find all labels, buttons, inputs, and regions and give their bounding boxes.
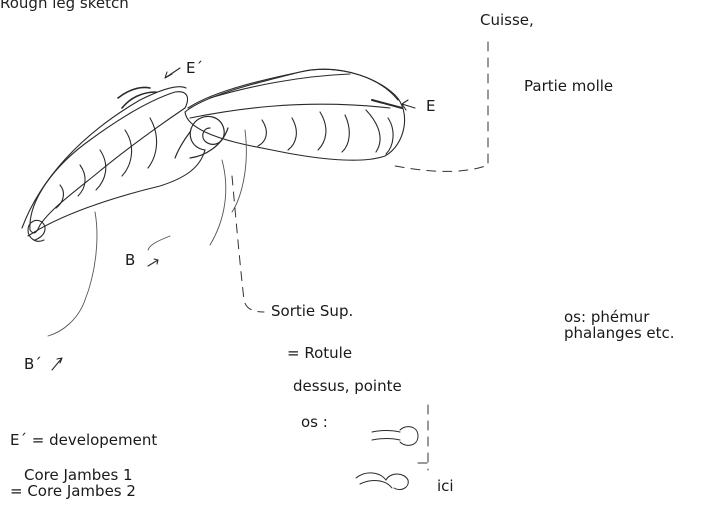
os-label: os : [301, 414, 328, 431]
arrow-marks [52, 68, 415, 370]
core-jambes-2-label: = Core Jambes 2 [10, 483, 136, 499]
e-label: E [426, 98, 435, 115]
core-jambes-note: Core Jambes 1 = Core Jambes 2 [10, 467, 136, 499]
ici-label: ici [437, 478, 454, 495]
e-prime-label: E´ [186, 60, 203, 77]
sortie-sup-label: Sortie Sup. [271, 303, 353, 320]
b-prime-label: B´ [24, 356, 42, 373]
dessus-pointe-label: dessus, pointe [293, 378, 402, 395]
os-phemur-label: os: phémur [564, 309, 675, 325]
thigh-soft-part-stroke [185, 69, 405, 160]
leg-contour-lines [48, 130, 246, 336]
cuisse-label: Cuisse, [480, 12, 534, 29]
bone-doodles [356, 427, 418, 490]
rotule-label: = Rotule [287, 345, 352, 362]
cropped-top-text: Rough leg sketch [0, 0, 129, 12]
partie-molle-label: Partie molle [524, 78, 613, 95]
bones-note: os: phémur phalanges etc. [564, 309, 675, 341]
knee-stroke [22, 87, 205, 242]
core-jambes-1-label: Core Jambes 1 [10, 467, 136, 483]
b-label: B [125, 252, 135, 269]
e-prime-definition: E´ = developement [10, 432, 157, 449]
phalanges-label: phalanges etc. [564, 325, 675, 341]
